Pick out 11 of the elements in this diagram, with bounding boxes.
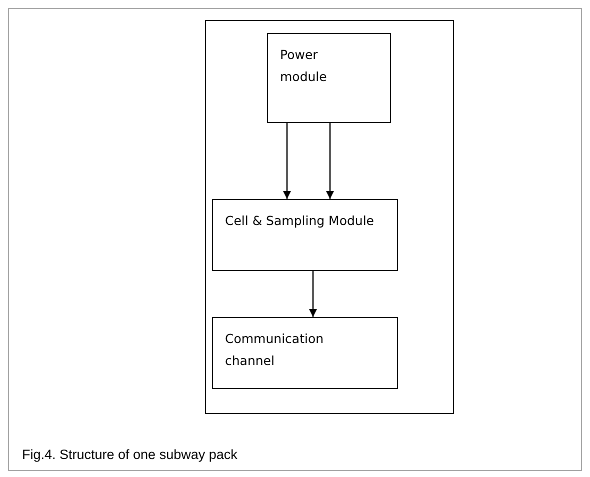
process-box	[212, 317, 398, 389]
figure-caption: Fig.4. Structure of one subway pack	[22, 447, 238, 462]
arrow	[309, 271, 317, 317]
process-box	[267, 33, 391, 123]
box-label: Cell & Sampling Module	[225, 212, 375, 230]
arrow	[326, 123, 334, 199]
box-label: Power module	[280, 46, 328, 86]
box-label: Communication channel	[225, 330, 325, 370]
process-box	[212, 199, 398, 271]
arrow	[283, 123, 291, 199]
container-box	[205, 20, 454, 414]
